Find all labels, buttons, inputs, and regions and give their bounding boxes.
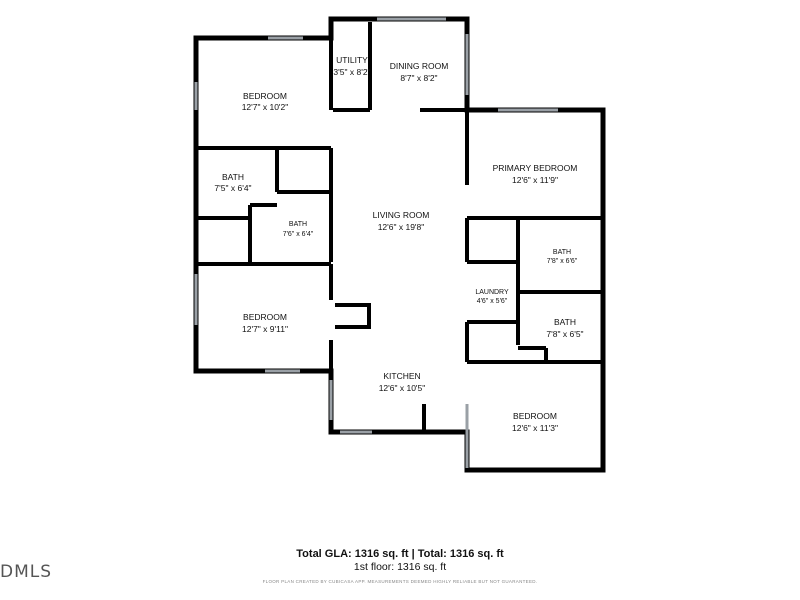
room-labels: UTILITY 3'5" x 8'2" DINING ROOM 8'7" x 8… — [214, 55, 583, 433]
room-dim-utility: 3'5" x 8'2" — [333, 67, 370, 77]
room-dim-dining-room: 8'7" x 8'2" — [400, 73, 437, 83]
outer-walls — [193, 16, 606, 473]
room-dim-primary-bedroom: 12'6" x 11'9" — [512, 175, 558, 185]
room-dim-bath-3: 7'8" x 6'6" — [547, 258, 578, 265]
windows — [194, 17, 558, 468]
room-name-kitchen: KITCHEN — [383, 371, 420, 381]
room-dim-bedroom-2: 12'7" x 9'11" — [242, 324, 288, 334]
dmls-watermark: DMLS — [0, 562, 53, 582]
room-name-bedroom-1: BEDROOM — [243, 91, 287, 101]
room-name-primary-bedroom: PRIMARY BEDROOM — [493, 163, 578, 173]
room-dim-bath-4: 7'8" x 6'5" — [546, 329, 583, 339]
room-name-dining-room: DINING ROOM — [390, 61, 449, 71]
total-gla-text: Total GLA: 1316 sq. ft | Total: 1316 sq.… — [296, 548, 504, 560]
room-dim-bath-1: 7'5" x 6'4" — [214, 183, 251, 193]
room-dim-bedroom-1: 12'7" x 10'2" — [242, 102, 289, 112]
disclaimer-text: FLOOR PLAN CREATED BY CUBICASA APP. MEAS… — [262, 579, 538, 584]
room-dim-kitchen: 12'6" x 10'5" — [379, 383, 426, 393]
room-dim-bedroom-3: 12'6" x 11'3" — [512, 423, 558, 433]
room-dim-bath-2: 7'6" x 6'4" — [283, 231, 314, 238]
room-name-bedroom-2: BEDROOM — [243, 312, 287, 322]
room-name-bath-4: BATH — [554, 317, 576, 327]
room-name-living-room: LIVING ROOM — [373, 210, 430, 220]
room-name-bath-3: BATH — [553, 249, 571, 256]
floor-area-text: 1st floor: 1316 sq. ft — [353, 561, 447, 573]
room-dim-laundry: 4'6" x 5'6" — [477, 298, 508, 305]
room-name-bath-1: BATH — [222, 172, 244, 182]
room-name-bedroom-3: BEDROOM — [513, 411, 557, 421]
room-dim-living-room: 12'6" x 19'8" — [378, 222, 425, 232]
room-name-utility: UTILITY — [336, 55, 368, 65]
room-name-bath-2: BATH — [289, 221, 307, 228]
floor-plan: UTILITY 3'5" x 8'2" DINING ROOM 8'7" x 8… — [193, 16, 606, 473]
room-name-laundry: LAUNDRY — [475, 289, 509, 296]
interior-walls — [196, 22, 603, 432]
